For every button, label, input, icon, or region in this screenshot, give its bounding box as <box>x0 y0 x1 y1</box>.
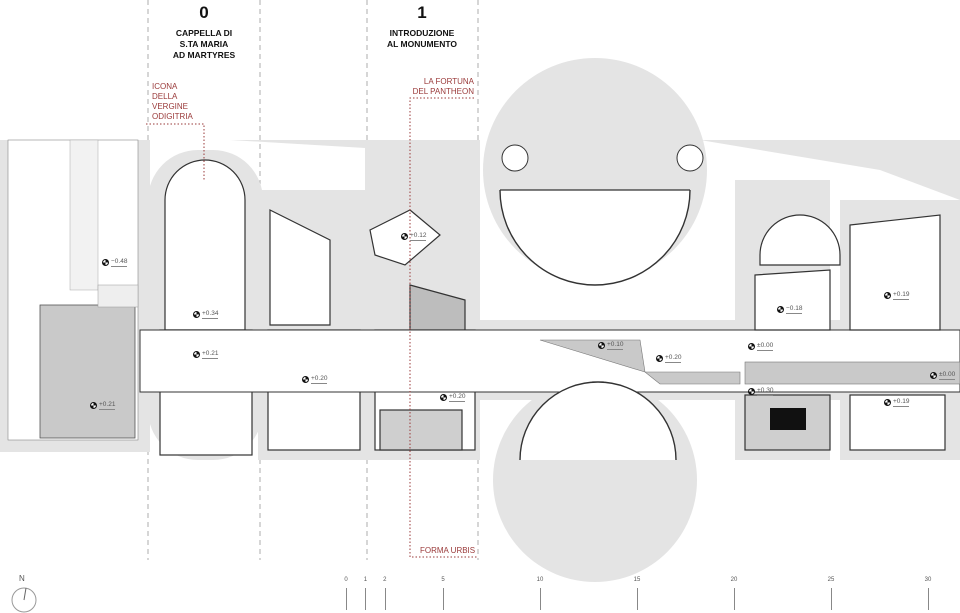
annotation-line: DELLA <box>152 92 178 101</box>
elevation-label: +0.21 <box>99 401 116 410</box>
annotation-forma-urbis: FORMA URBIS <box>420 546 476 555</box>
left-building <box>7 139 139 441</box>
elevation-marker: +0.34 <box>193 310 219 319</box>
level-marker-icon <box>656 355 663 362</box>
scale-tick <box>443 588 444 610</box>
annotation-line: ICONA <box>152 82 178 91</box>
section-title: CAPPELLA DI S.TA MARIA AD MARTYRES <box>149 28 259 61</box>
annotation-fortuna: LA FORTUNA DEL PANTHEON <box>412 77 474 97</box>
annotation-icona: ICONA DELLA VERGINE ODIGITRIA <box>152 82 193 122</box>
elevation-label: +0.30 <box>757 387 774 396</box>
scale-tick-label: 25 <box>827 577 835 583</box>
column <box>501 144 529 172</box>
section-number: 0 <box>199 3 209 22</box>
elevation-marker: +0.20 <box>302 375 328 384</box>
elevation-label: ±0.00 <box>757 342 774 351</box>
scale-tick-label: 5 <box>441 577 445 583</box>
elevation-marker: ±0.00 <box>748 342 774 351</box>
level-marker-icon <box>777 306 784 313</box>
level-marker-icon <box>884 292 891 299</box>
scale-tick <box>831 588 832 610</box>
section-number: 1 <box>417 3 427 22</box>
elevation-marker: +0.10 <box>598 341 624 350</box>
level-marker-icon <box>748 343 755 350</box>
scale-tick-label: 20 <box>730 577 738 583</box>
elevation-label: +0.20 <box>449 393 466 402</box>
level-marker-icon <box>302 376 309 383</box>
scale-tick-label: 15 <box>633 577 641 583</box>
title-line: INTRODUZIONE <box>389 28 455 38</box>
elevation-marker: +0.19 <box>884 398 910 407</box>
level-marker-icon <box>884 399 891 406</box>
elevation-label: −0.48 <box>111 258 128 267</box>
scale-tick <box>346 588 347 610</box>
title-line: AL MONUMENTO <box>386 39 458 49</box>
level-marker-icon <box>748 388 755 395</box>
level-marker-icon <box>930 372 937 379</box>
title-line: AD MARTYRES <box>172 50 236 60</box>
rotunda-lower-arc <box>519 381 677 461</box>
elevation-marker: +0.12 <box>401 232 427 241</box>
level-marker-icon <box>90 402 97 409</box>
column <box>676 144 704 172</box>
elevation-marker: +0.19 <box>884 291 910 300</box>
scale-tick-label: 1 <box>363 577 368 583</box>
elevation-label: +0.10 <box>607 341 624 350</box>
elevation-label: +0.20 <box>311 375 328 384</box>
annotation-line: LA FORTUNA <box>423 77 474 86</box>
elevation-label: +0.20 <box>665 354 682 363</box>
elevation-marker: +0.21 <box>90 401 116 410</box>
elevation-marker: +0.20 <box>656 354 682 363</box>
stair-core <box>770 408 806 430</box>
annotation-line: ODIGITRIA <box>152 112 193 121</box>
scale-tick-label: 0 <box>344 577 348 583</box>
elevation-label: +0.19 <box>893 291 910 300</box>
elevation-label: −0.18 <box>786 305 803 314</box>
scale-tick <box>384 588 386 610</box>
elevation-label: ±0.00 <box>939 371 956 380</box>
scale-tick <box>928 588 929 610</box>
title-line: S.TA MARIA <box>179 39 229 49</box>
scale-tick <box>365 588 367 610</box>
gray-corridor <box>744 361 960 385</box>
elevation-marker: +0.30 <box>748 387 774 396</box>
elevation-label: +0.34 <box>202 310 219 319</box>
elevation-label: +0.12 <box>410 232 427 241</box>
level-marker-icon <box>401 233 408 240</box>
scale-tick-label: 30 <box>924 577 932 583</box>
north-arrow-icon <box>11 587 37 613</box>
level-marker-icon <box>193 311 200 318</box>
north-label: N <box>19 574 25 583</box>
scale-tick-label: 10 <box>536 577 544 583</box>
elevation-marker: +0.20 <box>440 393 466 402</box>
elevation-marker: ±0.00 <box>930 371 956 380</box>
elevation-label: +0.21 <box>202 350 219 359</box>
elevation-marker: +0.21 <box>193 350 219 359</box>
level-marker-icon <box>193 351 200 358</box>
annotation-line: VERGINE <box>152 102 189 111</box>
scale-tick-label: 2 <box>383 577 387 583</box>
elevation-label: +0.19 <box>893 398 910 407</box>
level-marker-icon <box>598 342 605 349</box>
section-title: INTRODUZIONE AL MONUMENTO <box>367 28 477 50</box>
elevation-marker: −0.48 <box>102 258 128 267</box>
level-marker-icon <box>102 259 109 266</box>
scale-tick <box>734 588 735 610</box>
scale-tick <box>540 588 541 610</box>
rotunda-upper-arc <box>499 189 691 286</box>
level-marker-icon <box>440 394 447 401</box>
annotation-line: DEL PANTHEON <box>412 87 474 96</box>
title-line: CAPPELLA DI <box>175 28 233 38</box>
scale-tick <box>637 588 638 610</box>
elevation-marker: −0.18 <box>777 305 803 314</box>
